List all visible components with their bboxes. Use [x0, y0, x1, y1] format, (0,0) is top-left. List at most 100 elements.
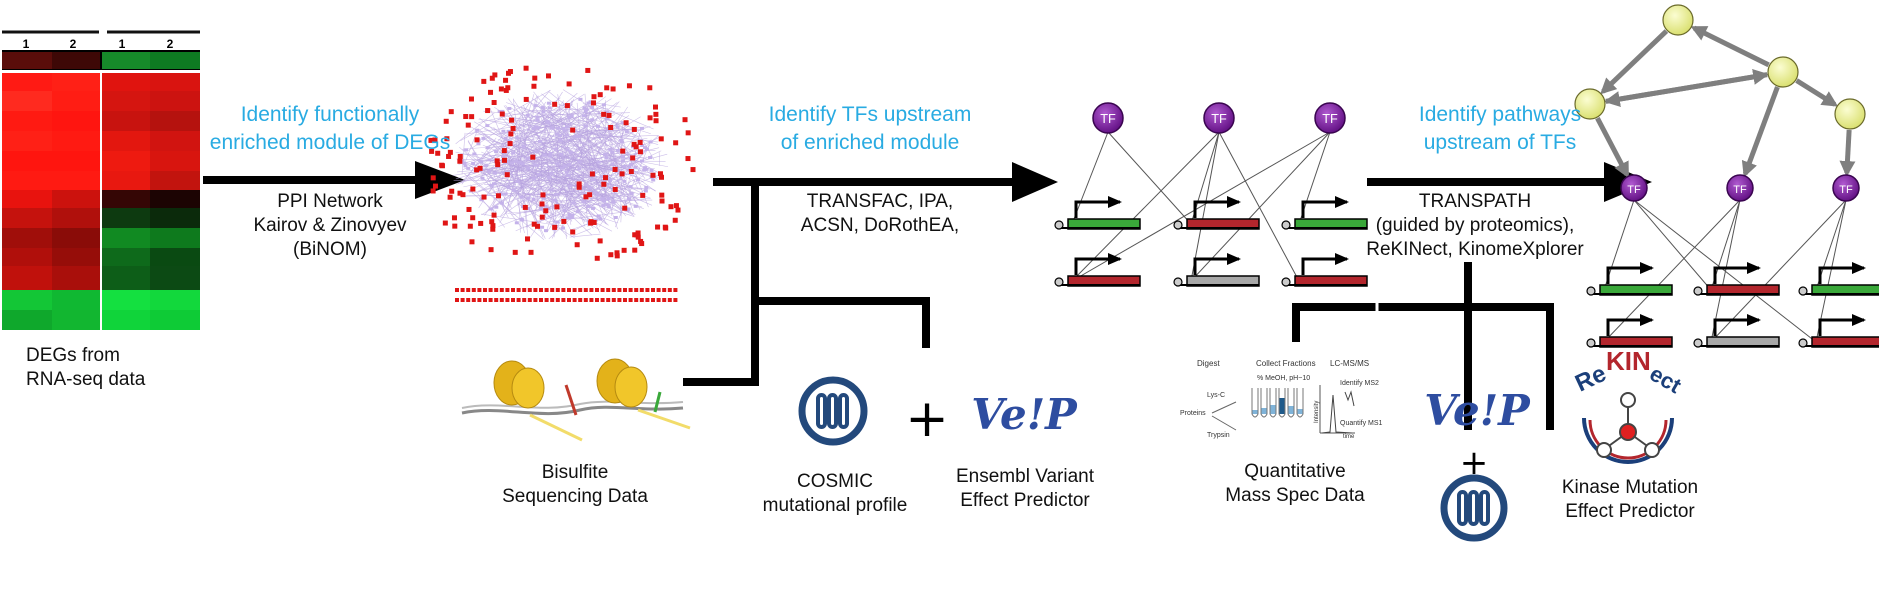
- heatmap-cell: [52, 266, 100, 290]
- tf-label: TF: [1322, 111, 1338, 126]
- tf-node: [1092, 102, 1124, 134]
- heatmap-cell: [2, 228, 52, 248]
- heatmap-cell: [102, 91, 150, 111]
- heatmap: 1 2 1 2: [2, 30, 200, 330]
- heatmap-col-label: 1: [119, 37, 126, 51]
- tf-label: TF: [1733, 184, 1747, 196]
- heatmap-cell: [150, 248, 200, 266]
- heatmap-col-label: 2: [70, 37, 77, 51]
- svg-text:time: time: [1343, 434, 1355, 440]
- heatmap-cell: [102, 290, 150, 310]
- heatmap-cell: [2, 151, 52, 171]
- bisulfite-sequencing-image: [461, 358, 691, 442]
- heatmap-cell: [150, 111, 200, 131]
- heatmap-cell: [52, 171, 100, 190]
- heatmap-cell: [102, 266, 150, 290]
- heatmap-cell: [2, 111, 52, 131]
- tf-label: TF: [1627, 184, 1641, 196]
- svg-text:Proteins: Proteins: [1180, 410, 1206, 417]
- heatmap-cell: [150, 190, 200, 208]
- heatmap-cell: [102, 131, 150, 151]
- heatmap-cell: [102, 73, 150, 91]
- svg-text:Digest: Digest: [1197, 359, 1220, 368]
- svg-text:Identify MS2: Identify MS2: [1340, 380, 1379, 387]
- svg-text:Collect Fractions: Collect Fractions: [1256, 359, 1316, 368]
- plus-sign: +: [905, 389, 949, 449]
- heatmap-cell: [52, 190, 100, 208]
- heatmap-cell: [150, 151, 200, 171]
- pathway-node: [1662, 4, 1694, 36]
- heatmap-cell: [2, 171, 52, 190]
- svg-text:Trypsin: Trypsin: [1207, 432, 1230, 439]
- arrowhead: [415, 161, 465, 199]
- heatmap-cell: [52, 208, 100, 228]
- heatmap-cell: [102, 248, 150, 266]
- heatmap-cell: [150, 171, 200, 190]
- heatmap-cell: [102, 228, 150, 248]
- heatmap-cell: [102, 171, 150, 190]
- svg-text:ect: ect: [1646, 361, 1687, 399]
- rekinect-logo: Re KIN ect: [1571, 346, 1687, 464]
- heatmap-cell: [150, 266, 200, 290]
- heatmap-cell: [52, 248, 100, 266]
- cosmic-logo: [1440, 474, 1508, 542]
- heatmap-cell: [52, 310, 100, 330]
- heatmap-cell: [2, 266, 52, 290]
- tf-node: [1832, 174, 1860, 202]
- heatmap-cell: [2, 290, 52, 310]
- tf-label: TF: [1211, 111, 1227, 126]
- heatmap-cell: [150, 91, 200, 111]
- heatmap-cell: [2, 190, 52, 208]
- connector-mass-spec: [1292, 303, 1468, 342]
- vep-logo: Ve!P: [1424, 386, 1531, 435]
- connector-rekinect: [1468, 303, 1554, 430]
- heatmap-cell: [102, 151, 150, 171]
- heatmap-cell: [52, 151, 100, 171]
- connector-bisulfite: [683, 182, 759, 386]
- mass-spec-workflow-image: Digest Collect Fractions LC-MS/MS % MeOH…: [1180, 359, 1383, 440]
- svg-text:KIN: KIN: [1606, 346, 1651, 376]
- svg-text:Re: Re: [1571, 360, 1610, 397]
- heatmap-cell: [52, 73, 100, 91]
- heatmap-cell: [52, 111, 100, 131]
- step2-tools: TRANSFAC, IPA,ACSN, DoRothEA,: [800, 191, 960, 236]
- heatmap-cell: [2, 248, 52, 266]
- svg-text:% MeOH, pH~10: % MeOH, pH~10: [1257, 375, 1310, 382]
- heatmap-cell: [2, 91, 52, 111]
- vep-logo: Ve!P: [971, 390, 1078, 439]
- heatmap-cell: [102, 111, 150, 131]
- ppi-network-image: [428, 65, 696, 302]
- heatmap-cell: [2, 131, 52, 151]
- connector-cosmic: [755, 297, 930, 348]
- arrowhead: [1012, 162, 1058, 202]
- tf-node: [1314, 102, 1346, 134]
- step3-tools: TRANSPATH(guided by proteomics),ReKINect…: [1366, 191, 1584, 260]
- tf-node: [1203, 102, 1235, 134]
- heatmap-cell: [150, 208, 200, 228]
- heatmap-cell: [52, 131, 100, 151]
- pathway-network: TF TF TF: [1574, 4, 1879, 348]
- heatmap-cell: [150, 131, 200, 151]
- heatmap-cell: [2, 73, 52, 91]
- cosmic-logo: [798, 376, 868, 446]
- svg-text:Intensity: Intensity: [1314, 401, 1320, 423]
- tf-label: TF: [1839, 184, 1853, 196]
- heatmap-cell: [102, 190, 150, 208]
- pathway-node: [1574, 88, 1606, 120]
- svg-text:Quantify MS1: Quantify MS1: [1340, 420, 1383, 427]
- tf-node: [1726, 174, 1754, 202]
- pathway-node: [1834, 98, 1866, 130]
- heatmap-cell: [150, 310, 200, 330]
- heatmap-col-label: 2: [167, 37, 174, 51]
- heatmap-cell: [52, 290, 100, 310]
- heatmap-cell: [52, 91, 100, 111]
